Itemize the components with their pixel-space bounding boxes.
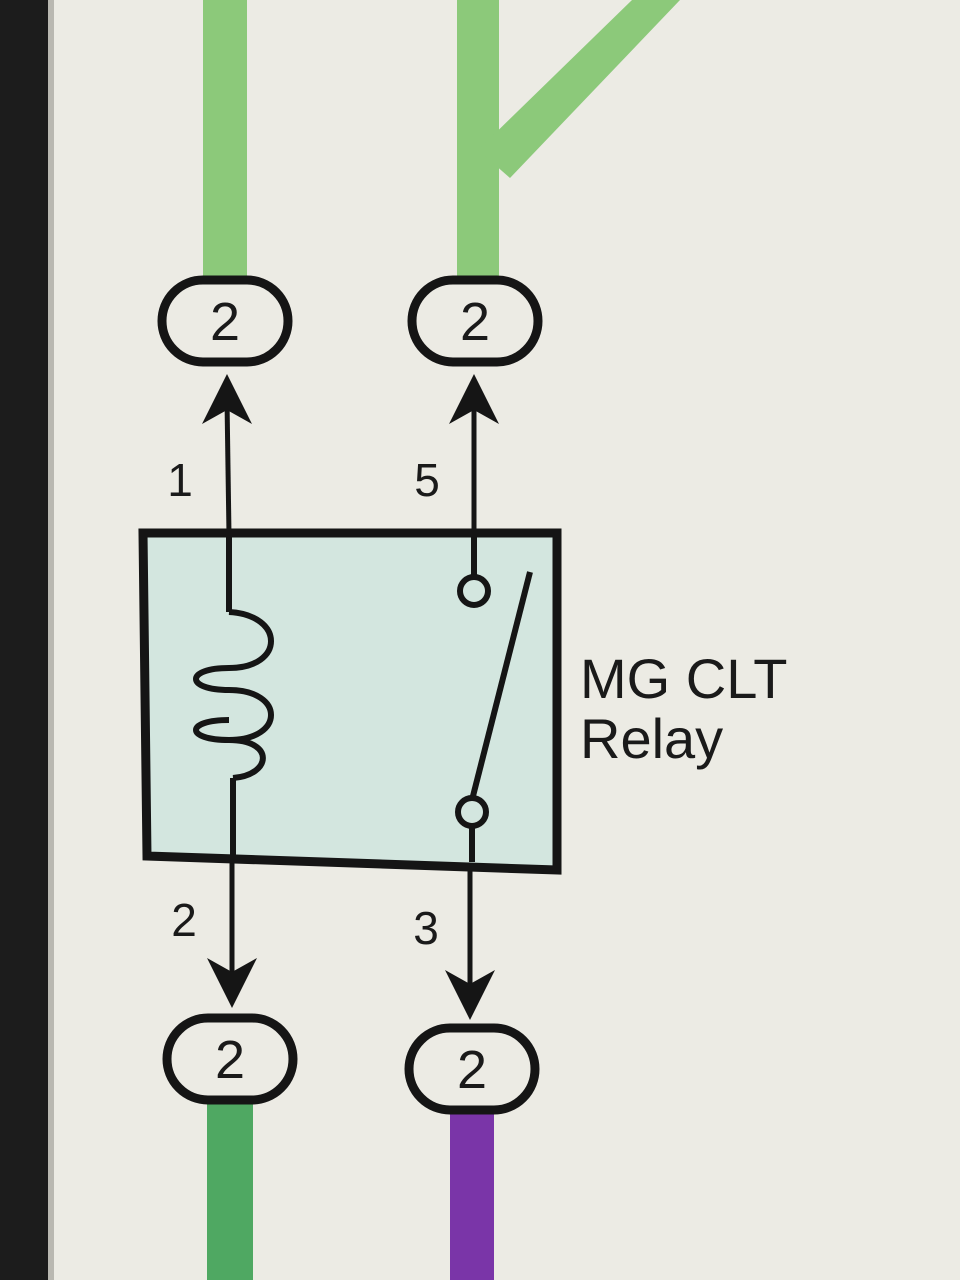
connector-top-right <box>407 275 543 367</box>
wire-top-left-green <box>203 0 247 285</box>
conductor-pin-1 <box>224 399 232 536</box>
wire-bottom-right-purple <box>450 1100 494 1280</box>
pin-label-3: 3 <box>413 902 439 954</box>
connector-label-bottom-right: 2 <box>457 1040 487 1100</box>
pin-label-2: 2 <box>171 894 197 946</box>
relay-name-line-2: Relay <box>580 707 723 770</box>
screen-edge-shadow <box>48 0 54 1280</box>
arrow-pin-5 <box>449 374 499 424</box>
wire-bottom-left-green <box>207 1090 253 1280</box>
arrow-pin-1 <box>202 374 252 424</box>
switch-symbol <box>455 535 533 862</box>
relay-name-line-1: MG CLT <box>580 647 787 710</box>
pin-label-1: 1 <box>167 454 193 506</box>
wire-top-right-branch-green <box>478 0 680 178</box>
connector-bottom-left <box>162 1013 298 1105</box>
arrow-pin-2 <box>207 958 257 1008</box>
connector-bottom-right <box>404 1023 540 1115</box>
connector-label-bottom-left: 2 <box>215 1030 245 1090</box>
arrow-pin-3 <box>445 970 495 1020</box>
pin-label-5: 5 <box>414 454 440 506</box>
connector-label-top-left: 2 <box>210 292 240 352</box>
connector-label-top-right: 2 <box>460 292 490 352</box>
connector-top-left <box>157 275 293 367</box>
coil-symbol <box>193 535 274 856</box>
